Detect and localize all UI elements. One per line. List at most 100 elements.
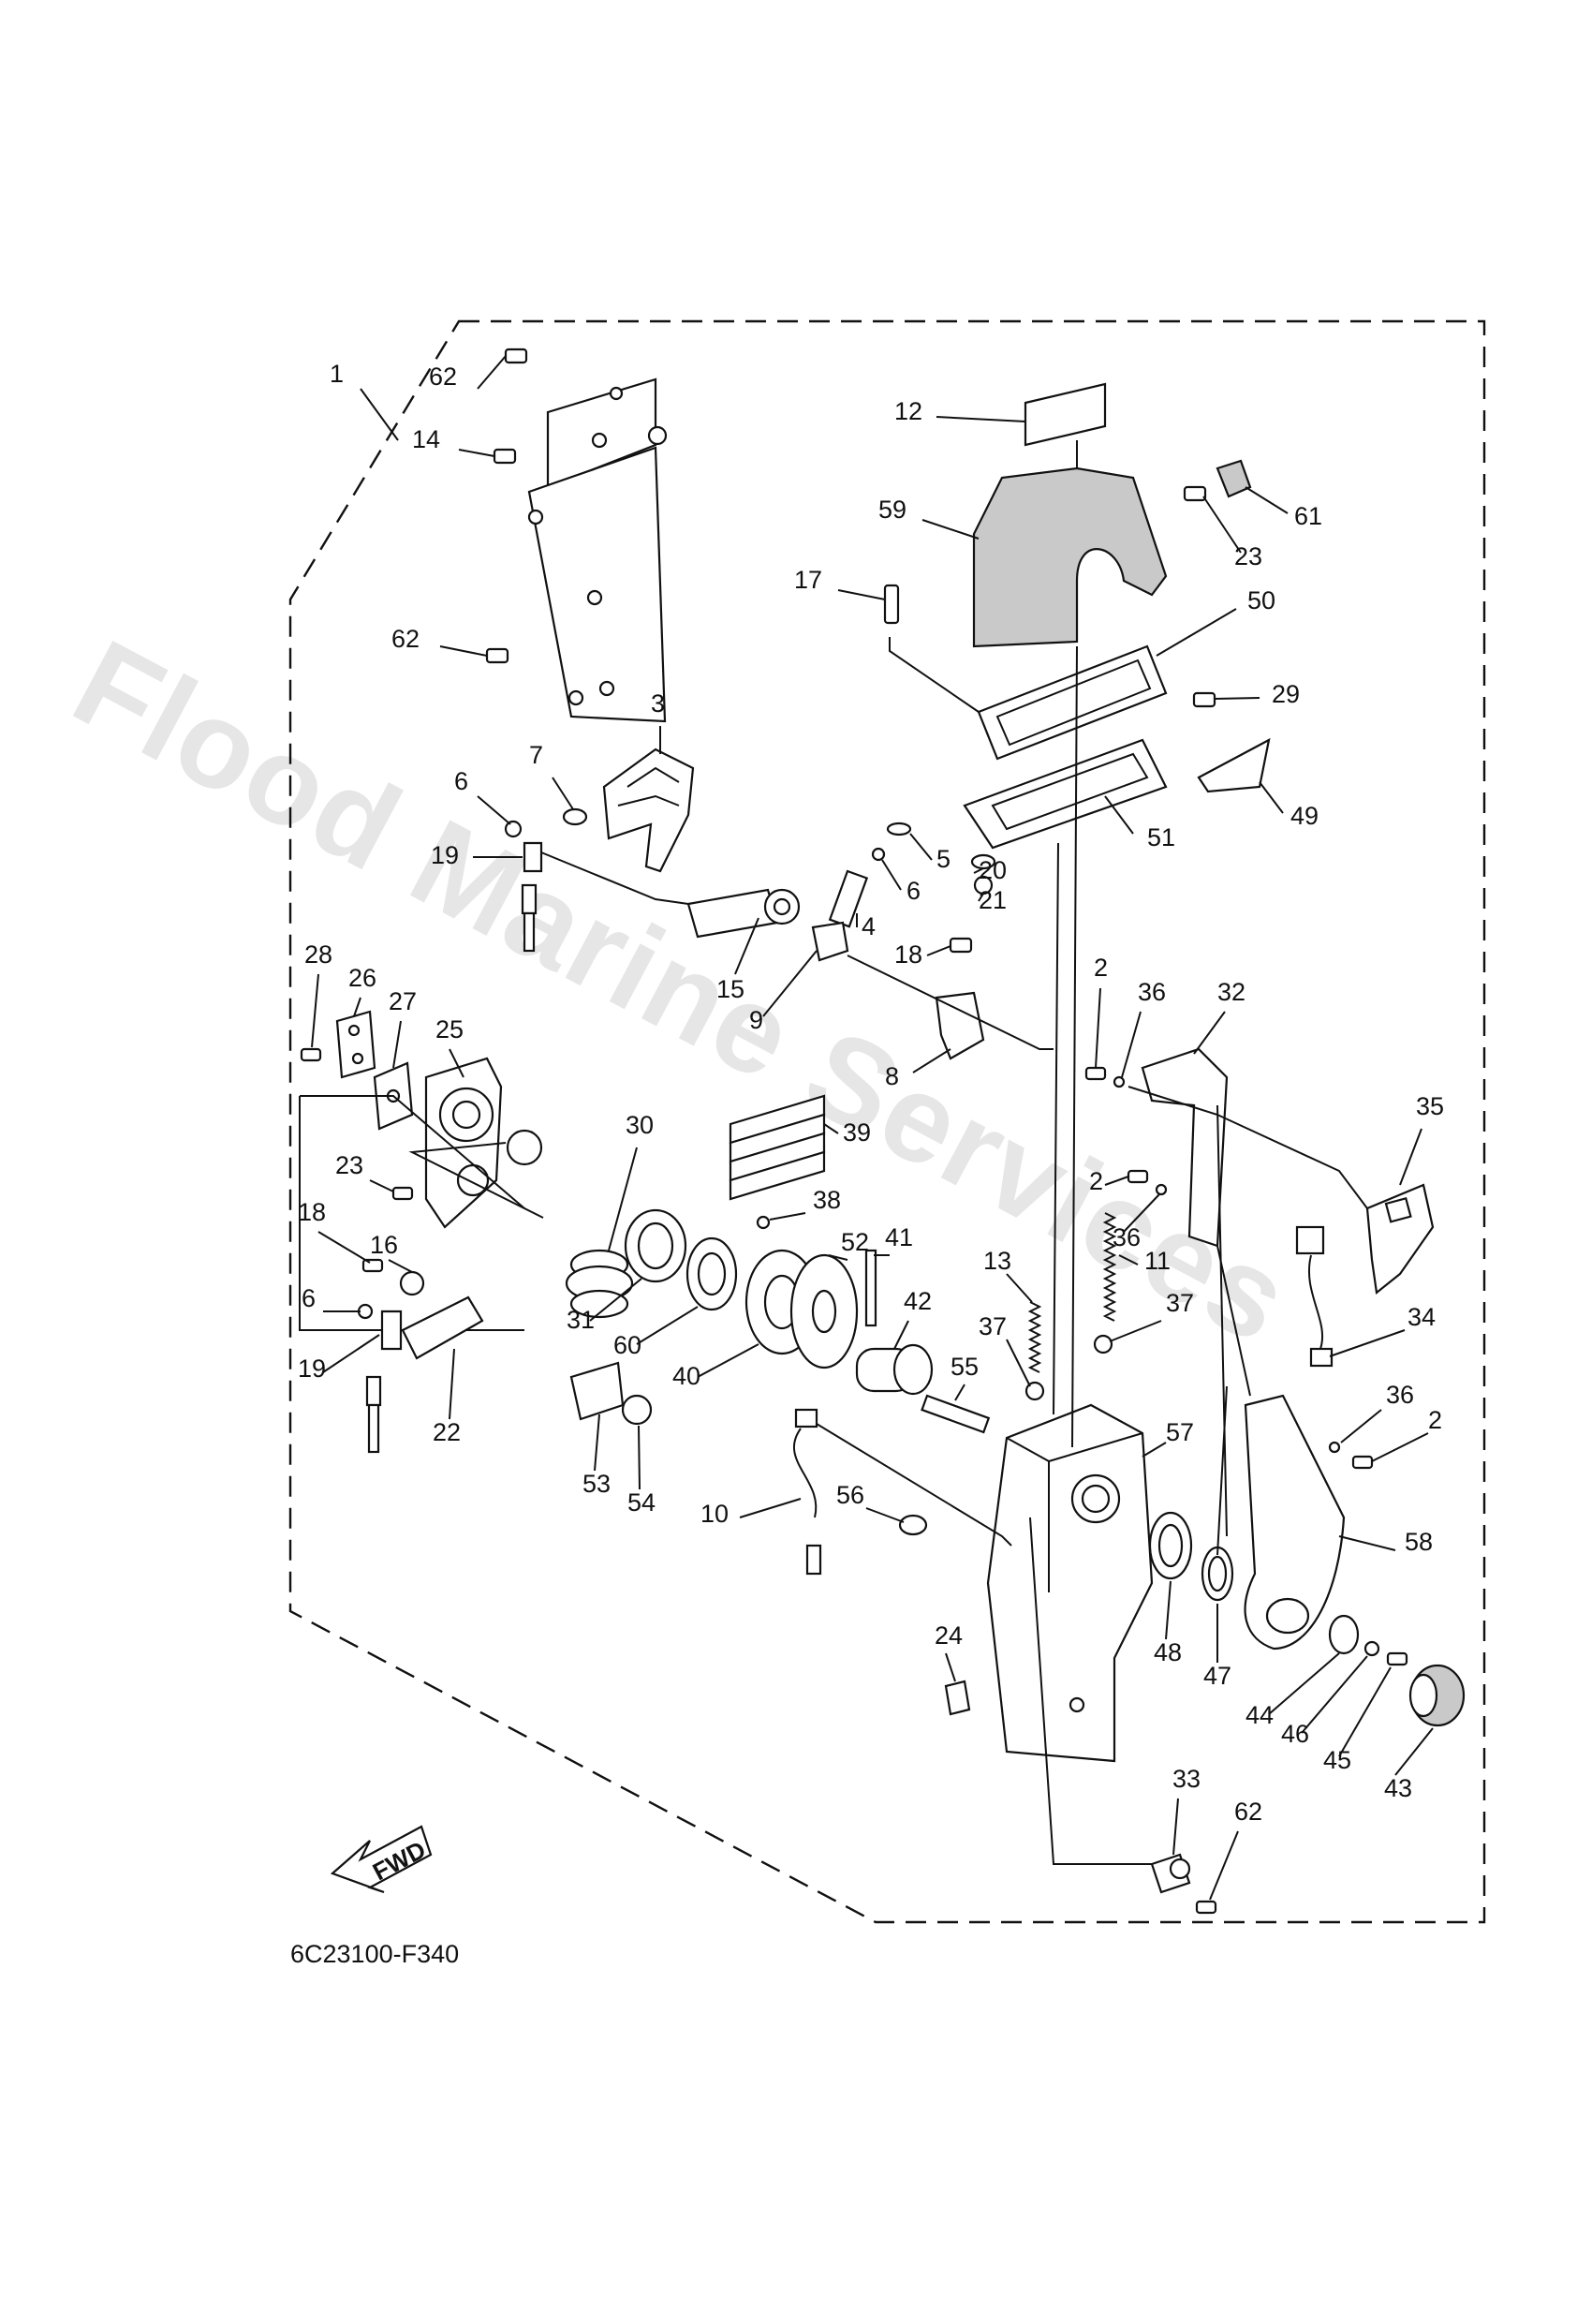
part-52-washer: [789, 1253, 859, 1369]
callout-leader: [1371, 1432, 1429, 1462]
part-2-screw-c: [1351, 1455, 1374, 1470]
part-55-shaft: [921, 1394, 991, 1434]
callout-leader: [881, 859, 902, 891]
part-31-ring: [624, 1208, 687, 1283]
callout-label: 52: [841, 1228, 869, 1256]
callout-label: 49: [1290, 802, 1319, 830]
diagram-code: 6C23100-F340: [290, 1940, 459, 1968]
callout-leader: [638, 1425, 641, 1490]
part-2-screw-b: [1127, 1169, 1149, 1184]
callout-label: 27: [389, 987, 417, 1015]
callout-label: 36: [1138, 978, 1166, 1006]
callout-label: 40: [672, 1362, 700, 1390]
callout-label: 59: [878, 496, 906, 524]
callout-label: 35: [1416, 1092, 1444, 1120]
callout-leader: [978, 893, 984, 902]
part-47-clip: [1201, 1546, 1234, 1602]
callout-label: 43: [1384, 1774, 1412, 1802]
callout-label: 50: [1247, 586, 1275, 614]
part-8-bracket: [935, 991, 985, 1060]
callout-leader: [1338, 1666, 1392, 1757]
callout-label: 21: [979, 886, 1007, 914]
callout-label: 61: [1294, 502, 1322, 530]
callout-leader: [477, 795, 511, 825]
callout-label: 38: [813, 1186, 841, 1214]
callout-leader: [449, 1048, 464, 1078]
callout-leader: [739, 1498, 802, 1518]
callout-leader: [439, 645, 488, 657]
callout-label: 28: [304, 940, 332, 969]
callout-label: 30: [626, 1111, 654, 1139]
callout-leader: [893, 1320, 909, 1350]
callout-label: 62: [391, 625, 420, 653]
callout-leader: [458, 449, 495, 457]
connector-lines: [408, 440, 1368, 1865]
callout-leader: [734, 917, 759, 975]
part-35-cam: [1365, 1183, 1435, 1295]
callout-leader: [322, 1334, 380, 1373]
callout-label: 36: [1386, 1381, 1414, 1409]
callout-label: 46: [1281, 1720, 1309, 1748]
callout-leader: [1095, 987, 1101, 1069]
callout-label: 23: [335, 1151, 363, 1179]
callout-leader: [1104, 1176, 1129, 1186]
callout-label: 62: [429, 363, 457, 391]
callout-label: 19: [298, 1354, 326, 1383]
bracket-plate: [527, 377, 668, 723]
part-28-screw: [300, 1047, 322, 1062]
part-36-washer-c: [1328, 1441, 1341, 1454]
callout-label: 24: [935, 1621, 963, 1650]
callout-label: 12: [894, 397, 922, 425]
callout-label: 18: [298, 1198, 326, 1226]
callout-label: 18: [894, 940, 922, 969]
part-57-body: [986, 1403, 1154, 1763]
part-26-plate: [335, 1010, 376, 1079]
callout-leader: [369, 1179, 394, 1192]
callout-label: 20: [979, 856, 1007, 884]
fwd-arrow: FWD: [330, 1825, 433, 1894]
callout-label: 5: [936, 845, 951, 873]
callout-leader: [353, 997, 361, 1017]
part-48-bushing: [1148, 1511, 1193, 1580]
part-53-block: [569, 1361, 653, 1426]
part-38-ball: [756, 1215, 771, 1230]
callout-leader: [1340, 1409, 1382, 1443]
callout-label: 10: [700, 1500, 729, 1528]
part-25-cap: [506, 1129, 543, 1166]
part-37-nut-a: [1024, 1381, 1045, 1401]
callout-leader: [837, 589, 886, 600]
callout-leader: [477, 355, 507, 390]
part-42-pinion: [855, 1343, 934, 1396]
callout-leader: [828, 1254, 848, 1261]
part-11-spring: [1102, 1212, 1117, 1322]
callout-leader: [594, 1414, 600, 1472]
callout-label: 45: [1323, 1746, 1351, 1774]
callout-label: 51: [1147, 823, 1175, 851]
part-37-nut-b: [1093, 1334, 1113, 1354]
callout-leader: [912, 1048, 951, 1073]
callout-label: 26: [348, 964, 376, 992]
part-19-clip: [521, 841, 543, 953]
part-9-cam: [811, 921, 849, 962]
part-34-sensor: [1295, 1225, 1334, 1368]
callout-leader: [1301, 1655, 1368, 1734]
callout-leader: [608, 1147, 638, 1251]
part-39-shims: [729, 1094, 826, 1201]
callout-label: 8: [885, 1062, 899, 1090]
callout-leader: [1118, 1254, 1139, 1266]
part-43-knob: [1408, 1664, 1466, 1727]
part-44-washer: [1328, 1614, 1360, 1655]
callout-leader: [823, 1123, 839, 1134]
part-51-gasket: [963, 738, 1168, 850]
callout-leader: [449, 1348, 455, 1420]
callout-label: 25: [435, 1015, 464, 1044]
callout-leader: [392, 1020, 402, 1069]
callout-label: 15: [716, 975, 744, 1003]
callout-leader: [1006, 1339, 1031, 1387]
callout-leader: [945, 1652, 956, 1682]
callout-label: 22: [433, 1418, 461, 1446]
callout-leader: [865, 1507, 905, 1523]
callout-label: 16: [370, 1231, 398, 1259]
callout-leader: [1259, 781, 1284, 814]
callout-leader: [388, 1259, 413, 1273]
